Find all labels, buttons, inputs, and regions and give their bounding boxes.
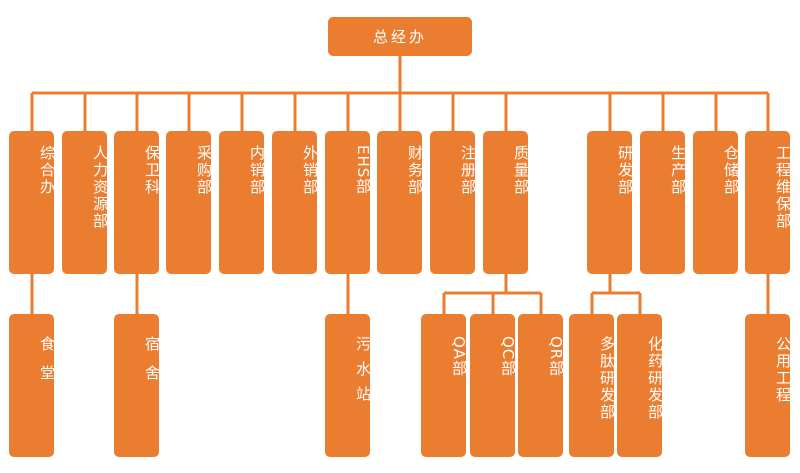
node-security-section: 保卫科 xyxy=(114,131,161,274)
node-polypeptide-rd-dept: 多肽研发部 xyxy=(569,314,616,457)
node-general-affairs-office: 综合办 xyxy=(9,131,56,274)
node-dormitory: 宿舍 xyxy=(114,314,161,457)
node-finance-dept: 财务部 xyxy=(377,131,424,274)
node-public-engineering: 公用工程 xyxy=(745,314,792,457)
node-quality-dept: 质量部 xyxy=(483,131,530,274)
node-export-sales-dept: 外销部 xyxy=(272,131,319,274)
node-production-dept: 生产部 xyxy=(640,131,687,274)
node-canteen: 食堂 xyxy=(9,314,56,457)
node-general-office: 总经办 xyxy=(328,17,472,56)
node-rd-dept: 研发部 xyxy=(587,131,634,274)
node-sewage-station: 污水站 xyxy=(325,314,372,457)
node-purchasing-dept: 采购部 xyxy=(166,131,213,274)
node-qr-dept: QR部 xyxy=(518,314,565,457)
node-engineering-maintenance-dept: 工程维保部 xyxy=(745,131,792,274)
node-domestic-sales-dept: 内销部 xyxy=(219,131,266,274)
node-warehouse-dept: 仓储部 xyxy=(693,131,740,274)
node-qc-dept: QC部 xyxy=(470,314,517,457)
node-chemical-drug-rd-dept: 化药研发部 xyxy=(617,314,664,457)
node-ehs-dept: EHS部 xyxy=(325,131,372,274)
node-qa-dept: QA部 xyxy=(421,314,468,457)
node-registration-dept: 注册部 xyxy=(430,131,477,274)
node-human-resources-dept: 人力资源部 xyxy=(62,131,109,274)
